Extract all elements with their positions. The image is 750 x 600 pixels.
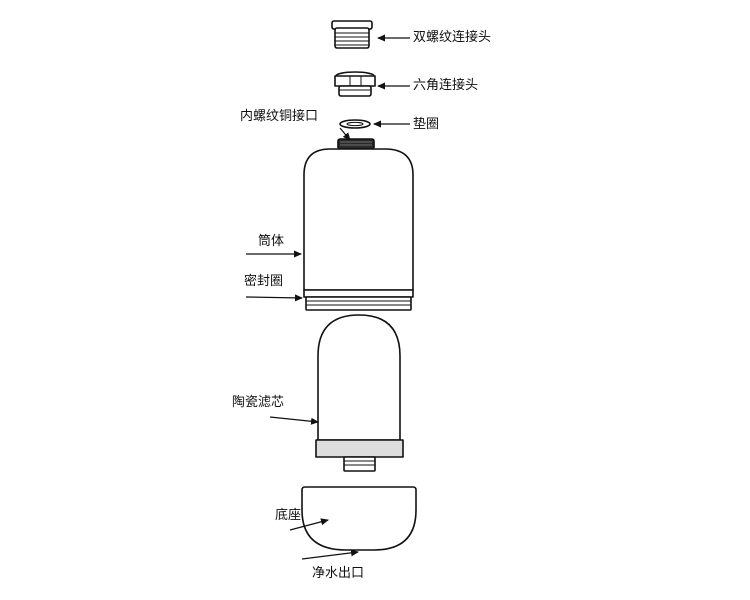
arrow-sealing-ring <box>245 294 303 302</box>
base <box>301 486 417 551</box>
label-sealing-ring: 密封圈 <box>244 274 284 289</box>
gasket <box>339 119 371 129</box>
arrow-ceramic-core <box>269 416 319 425</box>
label-water-outlet: 净水出口 <box>312 566 365 581</box>
arrow-base <box>289 518 329 531</box>
arrow-water-outlet <box>301 549 359 560</box>
ceramic-filter-core <box>315 314 404 472</box>
cylinder-body <box>303 148 414 311</box>
label-cylinder-body: 筒体 <box>258 234 285 249</box>
inner-thread-copper-port <box>337 138 375 150</box>
label-gasket: 垫圈 <box>413 117 440 132</box>
arrow-inner-thread-port <box>339 127 351 141</box>
label-base: 底座 <box>275 508 302 523</box>
label-double-thread-connector: 双螺纹连接头 <box>413 30 492 45</box>
double-thread-connector <box>331 20 373 49</box>
label-ceramic-filter-core: 陶瓷滤芯 <box>232 395 285 410</box>
hex-connector <box>334 71 376 97</box>
label-inner-thread-copper-port: 内螺纹铜接口 <box>240 109 319 124</box>
label-hex-connector: 六角连接头 <box>413 78 479 93</box>
